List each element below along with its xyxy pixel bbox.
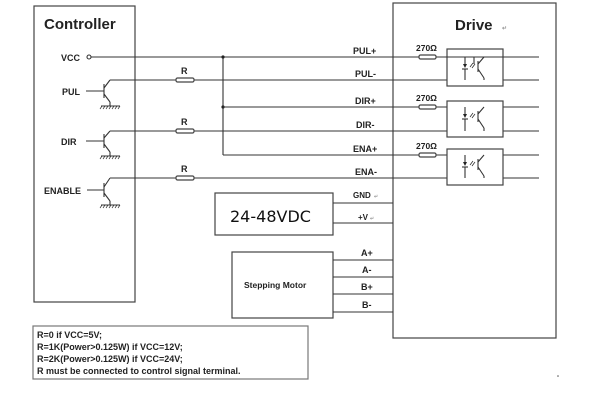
note-line: R=2K(Power>0.125W) if VCC=24V; — [37, 354, 183, 364]
optocoupler-dir-icon — [446, 100, 504, 138]
resistor-r-pul-icon: R — [175, 66, 195, 83]
optocoupler-pul-icon — [439, 48, 539, 87]
resistor-r-ena-icon: R — [175, 164, 195, 181]
junction-dot — [221, 55, 225, 59]
note-line: R=1K(Power>0.125W) if VCC=12V; — [37, 342, 183, 352]
terminal-a-minus: A- — [362, 265, 372, 275]
terminal-ena-minus: ENA- — [355, 167, 377, 177]
note-line: R must be connected to control signal te… — [37, 366, 241, 376]
resistor-270-ena-icon: 270Ω — [416, 141, 437, 158]
drive-title-mark: ↵ — [502, 26, 507, 32]
stepping-motor-label: Stepping Motor — [244, 280, 307, 290]
controller-box — [33, 5, 136, 303]
terminal-gnd-mark: ↵ — [374, 194, 378, 200]
svg-text:270Ω: 270Ω — [416, 43, 437, 53]
dir-label: DIR — [61, 137, 77, 147]
terminal-dir-plus: DIR+ — [355, 96, 376, 106]
terminal-v-plus-mark: ↵ — [370, 216, 374, 222]
terminal-b-minus: B- — [362, 300, 372, 310]
stepping-motor-box — [231, 251, 334, 319]
svg-text:R: R — [181, 117, 188, 127]
resistor-270-pul-icon: 270Ω — [416, 43, 437, 60]
svg-text:270Ω: 270Ω — [416, 141, 437, 151]
enable-label: ENABLE — [44, 186, 81, 196]
pul-label: PUL — [62, 87, 81, 97]
resistor-r-dir-icon: R — [175, 117, 195, 134]
power-supply-label: 24-48VDC — [230, 207, 311, 226]
terminal-gnd: GND — [353, 191, 371, 200]
svg-text:R: R — [181, 66, 188, 76]
terminal-dir-minus: DIR- — [356, 120, 375, 130]
terminal-b-plus: B+ — [361, 282, 373, 292]
svg-text:R: R — [181, 164, 188, 174]
vcc-label: VCC — [61, 53, 81, 63]
terminal-a-plus: A+ — [361, 248, 373, 258]
stray-mark — [557, 375, 559, 377]
drive-title: Drive — [455, 17, 493, 34]
terminal-v-plus: +V — [358, 213, 369, 222]
svg-text:270Ω: 270Ω — [416, 93, 437, 103]
controller-title: Controller — [44, 16, 116, 33]
resistor-270-dir-icon: 270Ω — [416, 93, 437, 110]
terminal-pul-minus: PUL- — [355, 69, 376, 79]
notes-box — [32, 325, 309, 380]
note-line: R=0 if VCC=5V; — [37, 330, 102, 340]
power-supply-box — [214, 192, 334, 236]
terminal-pul-plus: PUL+ — [353, 46, 376, 56]
optocoupler-ena-icon — [446, 148, 504, 186]
terminal-ena-plus: ENA+ — [353, 144, 377, 154]
